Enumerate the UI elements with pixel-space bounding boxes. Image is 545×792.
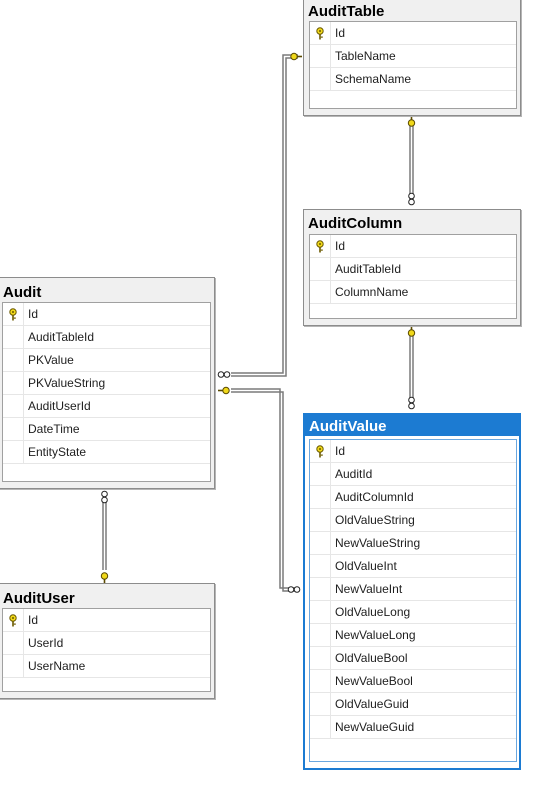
column-name: Id (28, 613, 39, 627)
table-auditcolumn[interactable]: AuditColumn Id AuditTableId ColumnName (303, 209, 521, 326)
column-name: PKValueString (28, 376, 106, 390)
table-title: AuditTable (308, 3, 385, 20)
primary-key-icon (9, 308, 17, 321)
column-row[interactable]: AuditId (310, 463, 516, 486)
column-row-id[interactable]: Id (3, 609, 210, 632)
column-name: NewValueLong (335, 628, 416, 642)
column-row[interactable]: NewValueString (310, 532, 516, 555)
column-row[interactable]: NewValueBool (310, 670, 516, 693)
column-row[interactable]: AuditUserId (3, 395, 210, 418)
infinity-end-icon (287, 586, 295, 593)
column-name: PKValue (28, 353, 74, 367)
column-name: Id (335, 26, 346, 40)
key-end-icon (407, 324, 416, 338)
table-title: AuditColumn (308, 215, 403, 232)
relationship-audit-audituser[interactable] (100, 490, 109, 585)
primary-key-icon (316, 445, 324, 458)
column-name: OldValueLong (335, 605, 411, 619)
table-audituser[interactable]: AuditUser Id UserId UserName (0, 583, 215, 699)
column-row[interactable]: NewValueLong (310, 624, 516, 647)
column-row-id[interactable]: Id (310, 235, 516, 258)
column-grid: Id TableName SchemaName (309, 21, 517, 109)
relationship-audit-auditvalue[interactable] (217, 386, 301, 593)
column-row[interactable]: PKValueString (3, 372, 210, 395)
column-row[interactable]: SchemaName (310, 68, 516, 91)
table-audit[interactable]: Audit Id AuditTableId PKValue PKValueStr… (0, 277, 215, 489)
infinity-end-icon (408, 396, 415, 404)
column-grid: Id AuditTableId PKValue PKValueString Au… (2, 302, 211, 482)
column-name: UserName (28, 659, 86, 673)
column-grid: Id UserId UserName (2, 608, 211, 692)
column-name: ColumnName (335, 285, 409, 299)
column-name: SchemaName (335, 72, 412, 86)
column-row[interactable]: DateTime (3, 418, 210, 441)
column-name: Id (335, 444, 346, 458)
column-row[interactable]: AuditTableId (310, 258, 516, 281)
column-row[interactable]: AuditColumnId (310, 486, 516, 509)
column-row[interactable]: OldValueBool (310, 647, 516, 670)
primary-key-icon (316, 240, 324, 253)
column-row[interactable]: AuditTableId (3, 326, 210, 349)
column-name: TableName (335, 49, 396, 63)
key-end-icon (217, 386, 230, 395)
column-name: AuditTableId (28, 330, 95, 344)
primary-key-icon (9, 614, 17, 627)
column-name: OldValueString (335, 513, 415, 527)
table-auditvalue[interactable]: AuditValue Id AuditId AuditColumnId OldV… (303, 413, 521, 770)
table-title: AuditUser (3, 590, 75, 607)
column-name: EntityState (28, 445, 87, 459)
column-name: OldValueGuid (335, 697, 409, 711)
column-row[interactable]: NewValueInt (310, 578, 516, 601)
column-row-id[interactable]: Id (3, 303, 210, 326)
column-row[interactable]: OldValueLong (310, 601, 516, 624)
column-grid: Id AuditTableId ColumnName (309, 234, 517, 319)
column-row-id[interactable]: Id (310, 440, 516, 463)
column-name: DateTime (28, 422, 80, 436)
column-name: OldValueInt (335, 559, 397, 573)
column-row[interactable]: NewValueGuid (310, 716, 516, 739)
infinity-end-icon (408, 192, 415, 200)
column-row[interactable]: OldValueInt (310, 555, 516, 578)
column-name: Id (28, 307, 39, 321)
column-row[interactable]: OldValueString (310, 509, 516, 532)
primary-key-icon (316, 27, 324, 40)
relationship-auditcolumn-auditvalue[interactable] (407, 324, 416, 410)
table-title: AuditValue (305, 415, 519, 436)
relationship-audittable-audit[interactable] (217, 52, 303, 378)
column-name: AuditId (335, 467, 373, 481)
table-title: Audit (3, 284, 42, 301)
column-row[interactable]: EntityState (3, 441, 210, 464)
table-audittable[interactable]: AuditTable Id TableName SchemaName (303, 0, 521, 116)
infinity-end-icon (217, 371, 225, 378)
column-grid: Id AuditId AuditColumnId OldValueString … (309, 439, 517, 762)
key-end-icon (407, 114, 416, 127)
column-row-id[interactable]: Id (310, 22, 516, 45)
column-name: NewValueInt (335, 582, 403, 596)
column-name: AuditUserId (28, 399, 91, 413)
column-row[interactable]: TableName (310, 45, 516, 68)
column-row[interactable]: ColumnName (310, 281, 516, 304)
relationship-audittable-auditcolumn[interactable] (407, 114, 416, 206)
column-name: NewValueString (335, 536, 421, 550)
column-row[interactable]: PKValue (3, 349, 210, 372)
column-name: Id (335, 239, 346, 253)
column-name: AuditTableId (335, 262, 402, 276)
infinity-end-icon (101, 490, 108, 498)
column-name: OldValueBool (335, 651, 408, 665)
column-name: AuditColumnId (335, 490, 414, 504)
column-name: NewValueBool (335, 674, 413, 688)
column-name: UserId (28, 636, 64, 650)
column-row[interactable]: OldValueGuid (310, 693, 516, 716)
column-row[interactable]: UserName (3, 655, 210, 678)
key-end-icon (289, 52, 303, 61)
column-name: NewValueGuid (335, 720, 415, 734)
column-row[interactable]: UserId (3, 632, 210, 655)
